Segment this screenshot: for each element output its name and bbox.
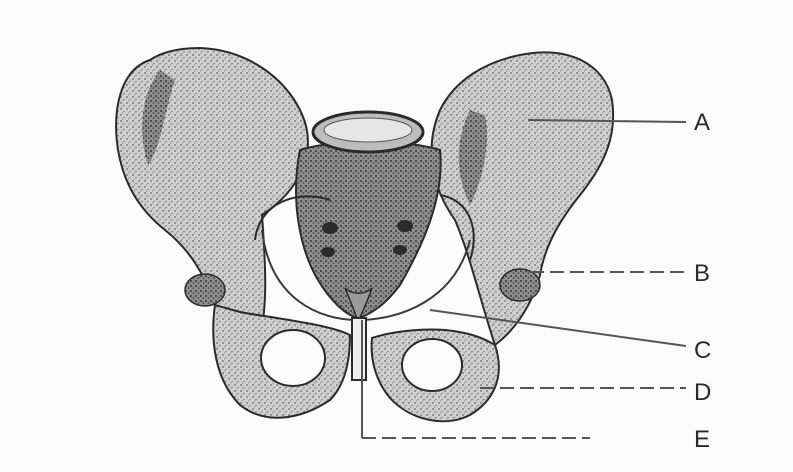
- sacral-foramen: [321, 247, 335, 257]
- left-acetabulum: [185, 274, 225, 306]
- label-e: E: [694, 428, 710, 452]
- sacral-foramen: [322, 222, 338, 234]
- right-acetabulum: [500, 269, 540, 301]
- right-obturator-foramen: [402, 339, 462, 391]
- vertebral-disc: [324, 118, 412, 142]
- label-b: B: [694, 262, 710, 286]
- pubic-symphysis: [352, 318, 366, 380]
- sacral-foramen: [397, 220, 413, 232]
- label-a: A: [694, 111, 710, 135]
- left-obturator-foramen: [261, 330, 325, 386]
- sacral-foramen: [393, 245, 407, 255]
- label-c: C: [694, 339, 711, 363]
- label-d: D: [694, 381, 711, 405]
